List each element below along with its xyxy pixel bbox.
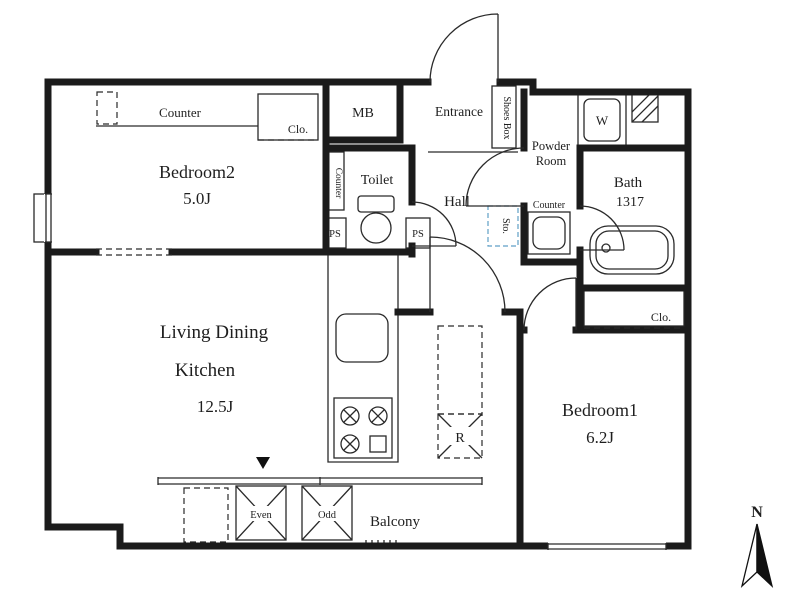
window-mask-bed1 <box>548 542 666 550</box>
balcony-label: Balcony <box>370 514 420 530</box>
window-mask-bed2 <box>44 194 52 242</box>
bath-name: Bath <box>614 175 643 191</box>
labels: Counter Clo. Bedroom2 5.0J MB Entrance S… <box>159 96 679 530</box>
bedroom2-window <box>45 193 52 243</box>
powder-room-door <box>465 147 525 207</box>
bedroom2-sliding-door <box>96 248 172 256</box>
ps-right-label: PS <box>412 229 424 240</box>
elevator-right-label: Odd <box>318 510 337 521</box>
bedroom1-name: Bedroom1 <box>562 400 638 420</box>
counter-powder-label: Counter <box>533 200 566 211</box>
ldk-label-2: Kitchen <box>175 360 236 381</box>
refrigerator-label: R <box>450 427 470 446</box>
stove <box>333 397 393 459</box>
kitchen-sink <box>335 313 389 363</box>
svg-text:Clo.: Clo. <box>288 122 308 136</box>
shoes-box-label: Shoes Box <box>501 96 512 139</box>
sliding-doors <box>96 139 684 329</box>
toilet-label: Toilet <box>361 173 394 188</box>
bath-size: 1317 <box>616 195 644 210</box>
ldk-size: 12.5J <box>197 397 234 416</box>
interior-walls <box>44 78 692 550</box>
kitchen-counter-outline <box>327 252 399 463</box>
outer-wall <box>44 78 692 550</box>
windows <box>44 193 667 550</box>
elevator-left-label: Even <box>250 510 272 521</box>
vanity-counter <box>527 211 571 255</box>
refrigerator-upper-zone <box>437 325 483 415</box>
compass-needle-black <box>756 523 774 588</box>
bedroom1-window <box>547 543 667 550</box>
elevator-right-box <box>301 485 353 541</box>
bedroom2-size: 5.0J <box>183 189 211 208</box>
closet-bedroom1-label: Clo. <box>643 309 679 324</box>
entrance-door <box>429 13 499 83</box>
hall-label: Hall <box>444 194 470 210</box>
counter-bedroom2-label: Counter <box>159 105 202 120</box>
svg-text:Clo.: Clo. <box>651 310 671 324</box>
bedroom2-name: Bedroom2 <box>159 162 235 182</box>
meter-box-label: MB <box>352 106 374 121</box>
ldk-balcony-window <box>157 477 483 485</box>
compass: N <box>740 504 774 588</box>
bath-door <box>579 205 625 251</box>
ac-unit-space <box>183 487 229 543</box>
svg-text:R: R <box>455 431 465 446</box>
toilet-fixture <box>357 195 395 244</box>
compass-needle-white <box>740 523 758 588</box>
bedroom1-size: 6.2J <box>586 428 614 447</box>
storage-label: Sto. <box>500 218 511 234</box>
ps-left-label: PS <box>329 229 341 240</box>
counter-bedroom2-dashed-box <box>96 91 118 125</box>
entry-marker-triangle <box>256 457 270 469</box>
ps-right-box <box>405 217 431 249</box>
elevator-left-box <box>235 485 287 541</box>
toilet-door <box>411 201 457 247</box>
ldk-label-1: Living Dining <box>160 322 269 343</box>
washer-label: W <box>596 113 609 128</box>
compass-north-label: N <box>751 504 763 521</box>
bedroom1-door <box>523 277 577 331</box>
duct-hatch <box>631 93 659 123</box>
doors <box>411 13 625 331</box>
counter-toilet-label: Counter <box>333 168 343 199</box>
walls <box>44 78 692 550</box>
closet-bedroom2-label: Clo. <box>281 121 315 136</box>
storage-zone <box>487 205 519 247</box>
hall-ldk-door <box>429 236 506 313</box>
shoes-box-zone <box>491 85 517 149</box>
entrance-label: Entrance <box>435 104 483 119</box>
powder-room-label-2: Room <box>536 154 567 168</box>
powder-room-label-1: Powder <box>532 139 571 153</box>
stove-burners <box>340 406 388 454</box>
